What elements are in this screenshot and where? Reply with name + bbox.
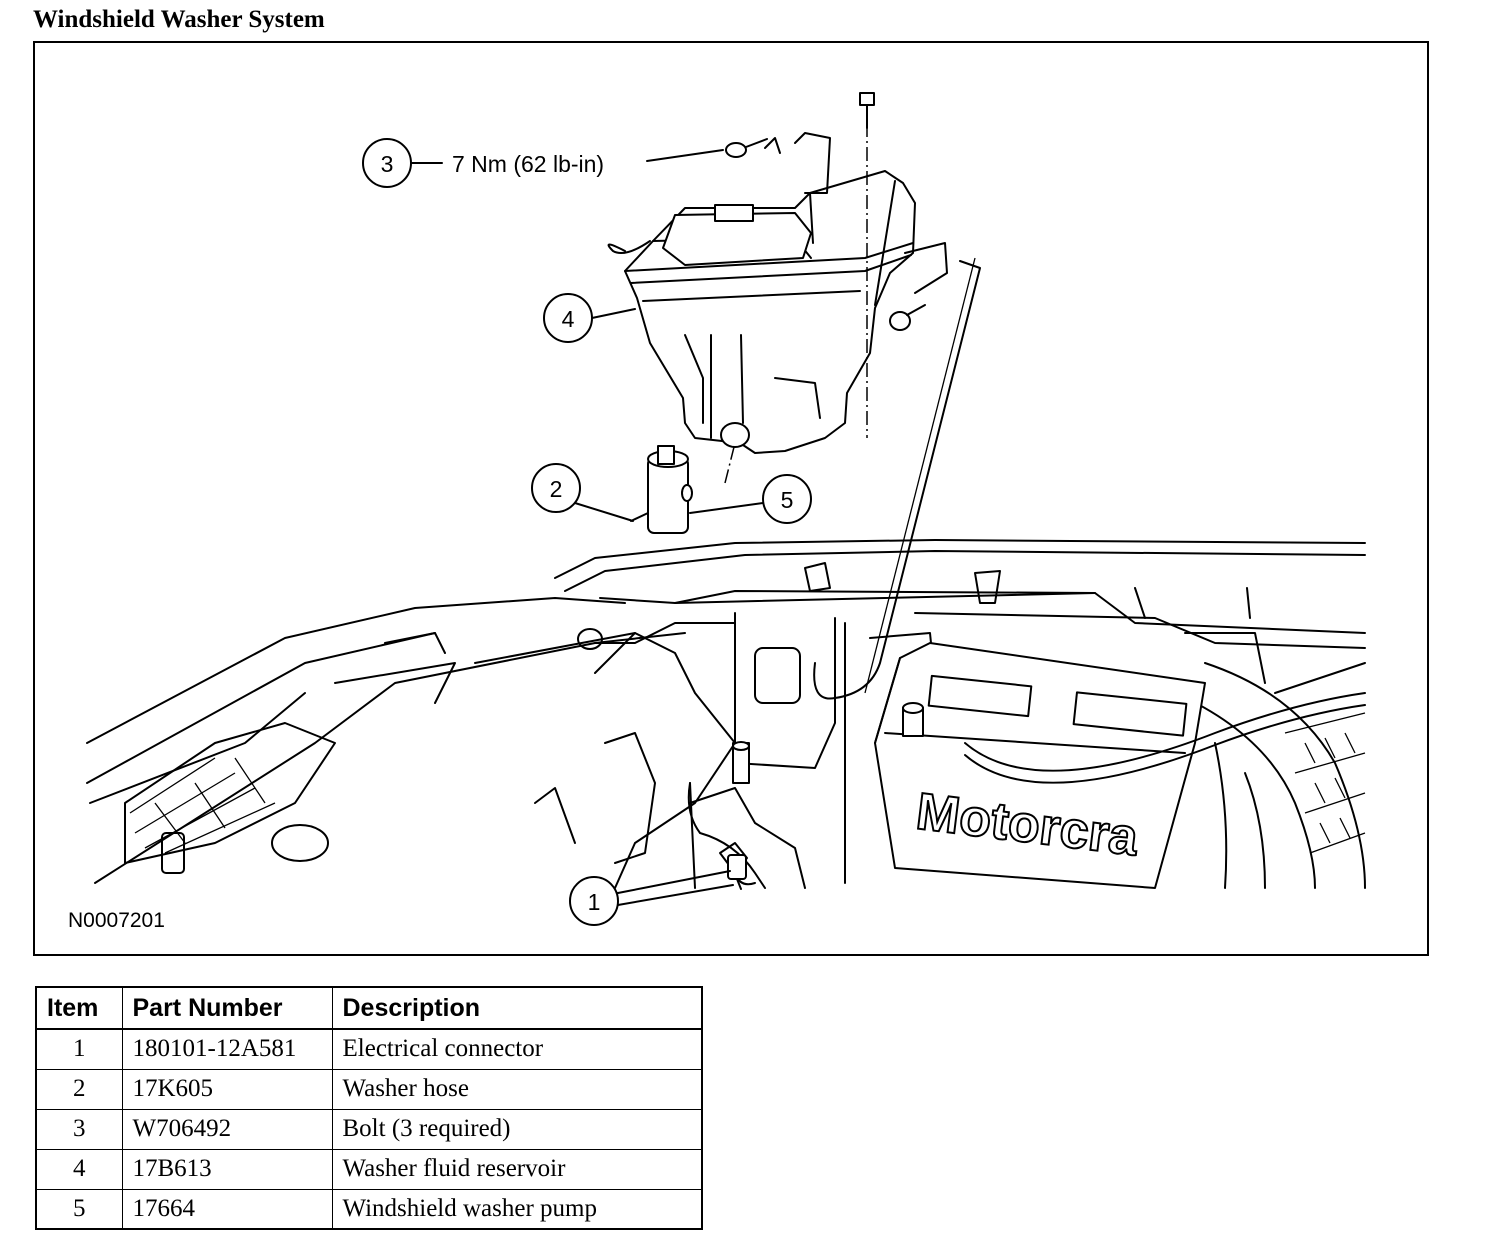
- parts-table: Item Part Number Description 1 180101-12…: [35, 986, 703, 1230]
- cell-description: Electrical connector: [331, 1028, 703, 1070]
- callout-3: 3 7 Nm (62 lb-in): [362, 138, 724, 188]
- callout-1-number: 1: [588, 889, 601, 915]
- cell-part-number: 180101-12A581: [121, 1028, 333, 1070]
- cell-item: 5: [35, 1188, 123, 1230]
- cell-part-number: 17664: [121, 1188, 333, 1230]
- cell-description: Washer fluid reservoir: [331, 1148, 703, 1190]
- callout-4: 4: [543, 293, 636, 343]
- washer-system-illustration: Motorcra 3 7 Nm (62 lb-in) 4 2: [86, 92, 1366, 926]
- torque-spec: 7 Nm (62 lb-in): [452, 151, 604, 177]
- cell-part-number: 17B613: [121, 1148, 333, 1190]
- callout-5: 5: [689, 474, 812, 524]
- header-item: Item: [35, 986, 123, 1030]
- electrical-connector: [727, 854, 747, 890]
- cell-part-number: 17K605: [121, 1068, 333, 1110]
- figure-id: N0007201: [68, 909, 165, 932]
- callout-5-number: 5: [781, 487, 794, 513]
- bolt: [889, 304, 926, 331]
- callout-2: 2: [531, 463, 634, 522]
- page-title: Windshield Washer System: [33, 6, 325, 33]
- cell-description: Windshield washer pump: [331, 1188, 703, 1230]
- battery: Motorcra: [874, 642, 1366, 889]
- cell-item: 4: [35, 1148, 123, 1190]
- cell-description: Washer hose: [331, 1068, 703, 1110]
- header-description: Description: [331, 986, 703, 1030]
- callout-2-number: 2: [550, 476, 563, 502]
- washer-fluid-reservoir: [607, 132, 948, 454]
- cell-item: 1: [35, 1028, 123, 1070]
- callout-4-number: 4: [562, 306, 575, 332]
- diagram-frame: Motorcra 3 7 Nm (62 lb-in) 4 2: [33, 41, 1429, 956]
- windshield-washer-pump: [630, 445, 693, 534]
- bolt: [725, 138, 768, 158]
- engine-bay: [86, 539, 1366, 889]
- header-part-number: Part Number: [121, 986, 333, 1030]
- cell-item: 3: [35, 1108, 123, 1150]
- callout-1: 1: [569, 870, 734, 926]
- bolt: [859, 92, 875, 129]
- table-header-row: Item Part Number Description: [35, 986, 703, 1030]
- table-row: 3 W706492 Bolt (3 required): [35, 1108, 703, 1150]
- cell-part-number: W706492: [121, 1108, 333, 1150]
- cell-description: Bolt (3 required): [331, 1108, 703, 1150]
- table-row: 4 17B613 Washer fluid reservoir: [35, 1148, 703, 1190]
- callout-3-number: 3: [381, 151, 394, 177]
- cell-item: 2: [35, 1068, 123, 1110]
- table-row: 5 17664 Windshield washer pump: [35, 1188, 703, 1230]
- table-row: 1 180101-12A581 Electrical connector: [35, 1028, 703, 1070]
- table-row: 2 17K605 Washer hose: [35, 1068, 703, 1110]
